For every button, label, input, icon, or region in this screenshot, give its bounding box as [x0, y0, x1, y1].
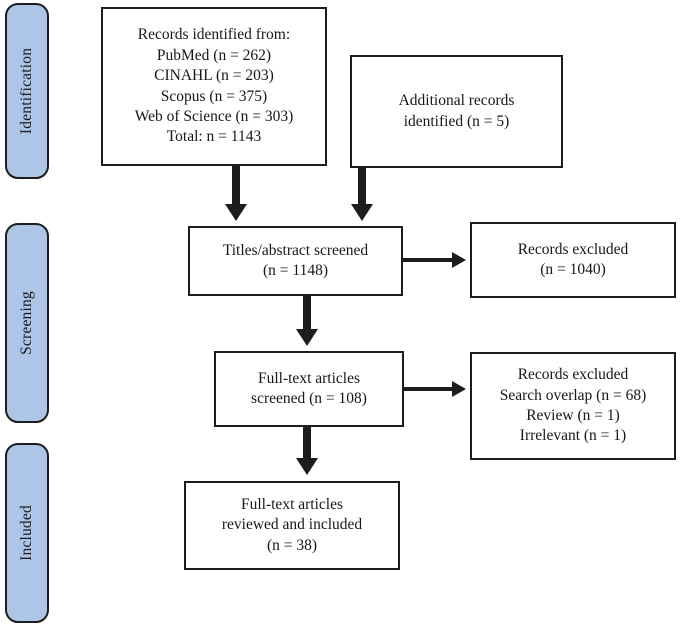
- connector-additional-to-screened-stem: [358, 168, 366, 206]
- connector-screened-to-fulltext-stem: [303, 296, 311, 331]
- box-fulltext-screened: Full-text articles screened (n = 108): [214, 351, 404, 427]
- box-additional-records: Additional records identified (n = 5): [350, 55, 563, 168]
- box-records-excluded-fulltext: Records excluded Search overlap (n = 68)…: [470, 352, 676, 460]
- connector-identified-to-screened-arrow: [225, 204, 247, 221]
- connector-fulltext-to-included-stem: [303, 427, 311, 460]
- stage-pill-included: Included: [5, 443, 49, 623]
- box-records-identified-text: Records identified from: PubMed (n = 262…: [134, 26, 294, 146]
- box-records-identified: Records identified from: PubMed (n = 262…: [101, 7, 327, 166]
- stage-label-identification: Identification: [18, 47, 35, 135]
- connector-screened-to-excluded-arrow: [452, 252, 466, 268]
- box-fulltext-included: Full-text articles reviewed and included…: [184, 481, 400, 570]
- box-fulltext-included-text: Full-text articles reviewed and included…: [221, 495, 363, 554]
- box-records-excluded-screening: Records excluded (n = 1040): [470, 222, 676, 298]
- connector-screened-to-excluded-stem: [403, 258, 456, 262]
- box-fulltext-screened-text: Full-text articles screened (n = 108): [251, 369, 367, 407]
- stage-pill-identification: Identification: [5, 3, 49, 179]
- connector-fulltext-to-included-arrow: [296, 458, 318, 475]
- stage-label-screening: Screening: [18, 291, 35, 355]
- connector-fulltext-to-excluded-stem: [404, 387, 456, 391]
- box-titles-screened-text: Titles/abstract screened (n = 1148): [222, 241, 369, 279]
- box-additional-records-text: Additional records identified (n = 5): [398, 92, 515, 130]
- connector-identified-to-screened-stem: [232, 166, 240, 206]
- connector-fulltext-to-excluded-arrow: [452, 381, 466, 397]
- stage-label-included: Included: [18, 505, 35, 561]
- box-titles-screened: Titles/abstract screened (n = 1148): [188, 226, 403, 296]
- connector-screened-to-fulltext-arrow: [296, 329, 318, 346]
- box-records-excluded-screening-text: Records excluded (n = 1040): [517, 240, 629, 278]
- stage-pill-screening: Screening: [5, 223, 49, 423]
- connector-additional-to-screened-arrow: [351, 204, 373, 221]
- box-records-excluded-fulltext-text: Records excluded Search overlap (n = 68)…: [499, 366, 647, 445]
